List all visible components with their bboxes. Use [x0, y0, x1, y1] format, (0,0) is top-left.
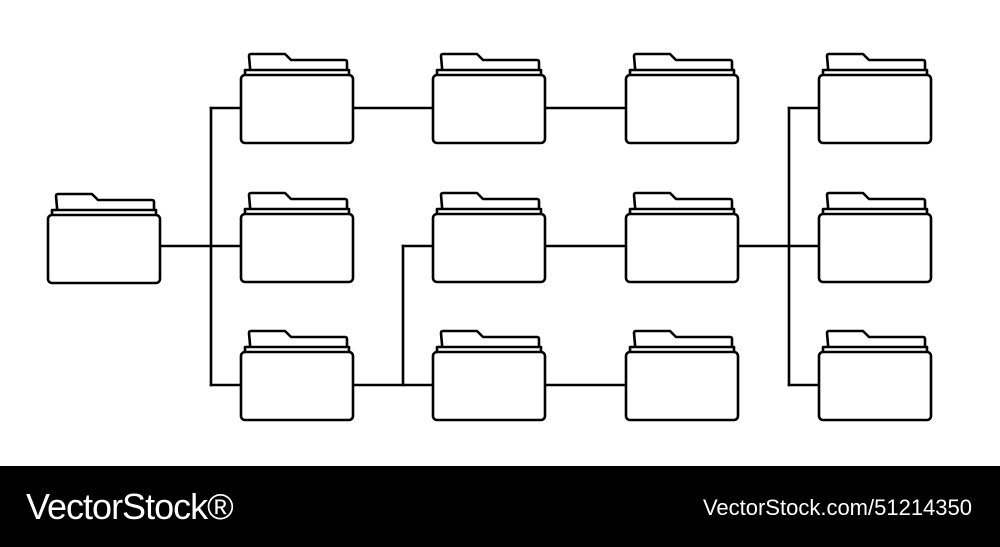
- folder-icon-c1-mid: [239, 191, 355, 284]
- folder-icon-c2-top: [431, 52, 547, 145]
- folder-icons: [46, 52, 933, 422]
- folder-front-body: [624, 212, 740, 284]
- folder-icon-c4-top: [817, 52, 933, 145]
- folder-front-body: [817, 73, 933, 145]
- watermark-footer: VectorStock® VectorStock.com/51214350: [0, 466, 1000, 547]
- folder-icon-c4-bot: [817, 329, 933, 422]
- folder-icon-c1-bot: [239, 329, 355, 422]
- folder-icon-c3-mid: [624, 191, 740, 284]
- folder-icon-c3-bot: [624, 329, 740, 422]
- folder-icon-c2-mid: [431, 191, 547, 284]
- folder-front-body: [239, 73, 355, 145]
- folder-icon-c4-mid: [817, 191, 933, 284]
- folder-front-body: [46, 213, 162, 285]
- connector-lines: [158, 106, 821, 387]
- folder-front-body: [624, 73, 740, 145]
- folder-front-body: [239, 212, 355, 284]
- folder-front-body: [431, 73, 547, 145]
- folder-icon-c1-top: [239, 52, 355, 145]
- folder-front-body: [817, 350, 933, 422]
- folder-icon-c2-bot: [431, 329, 547, 422]
- brand-logo-text: VectorStock®: [26, 486, 234, 527]
- folder-icon-root: [46, 192, 162, 285]
- folder-icon-c3-top: [624, 52, 740, 145]
- folder-tree-diagram: [46, 52, 933, 422]
- folder-front-body: [624, 350, 740, 422]
- folder-front-body: [431, 350, 547, 422]
- folder-tree-svg: [46, 52, 933, 422]
- folder-front-body: [431, 212, 547, 284]
- stock-image-id: VectorStock.com/51214350: [702, 495, 972, 520]
- folder-front-body: [817, 212, 933, 284]
- folder-front-body: [239, 350, 355, 422]
